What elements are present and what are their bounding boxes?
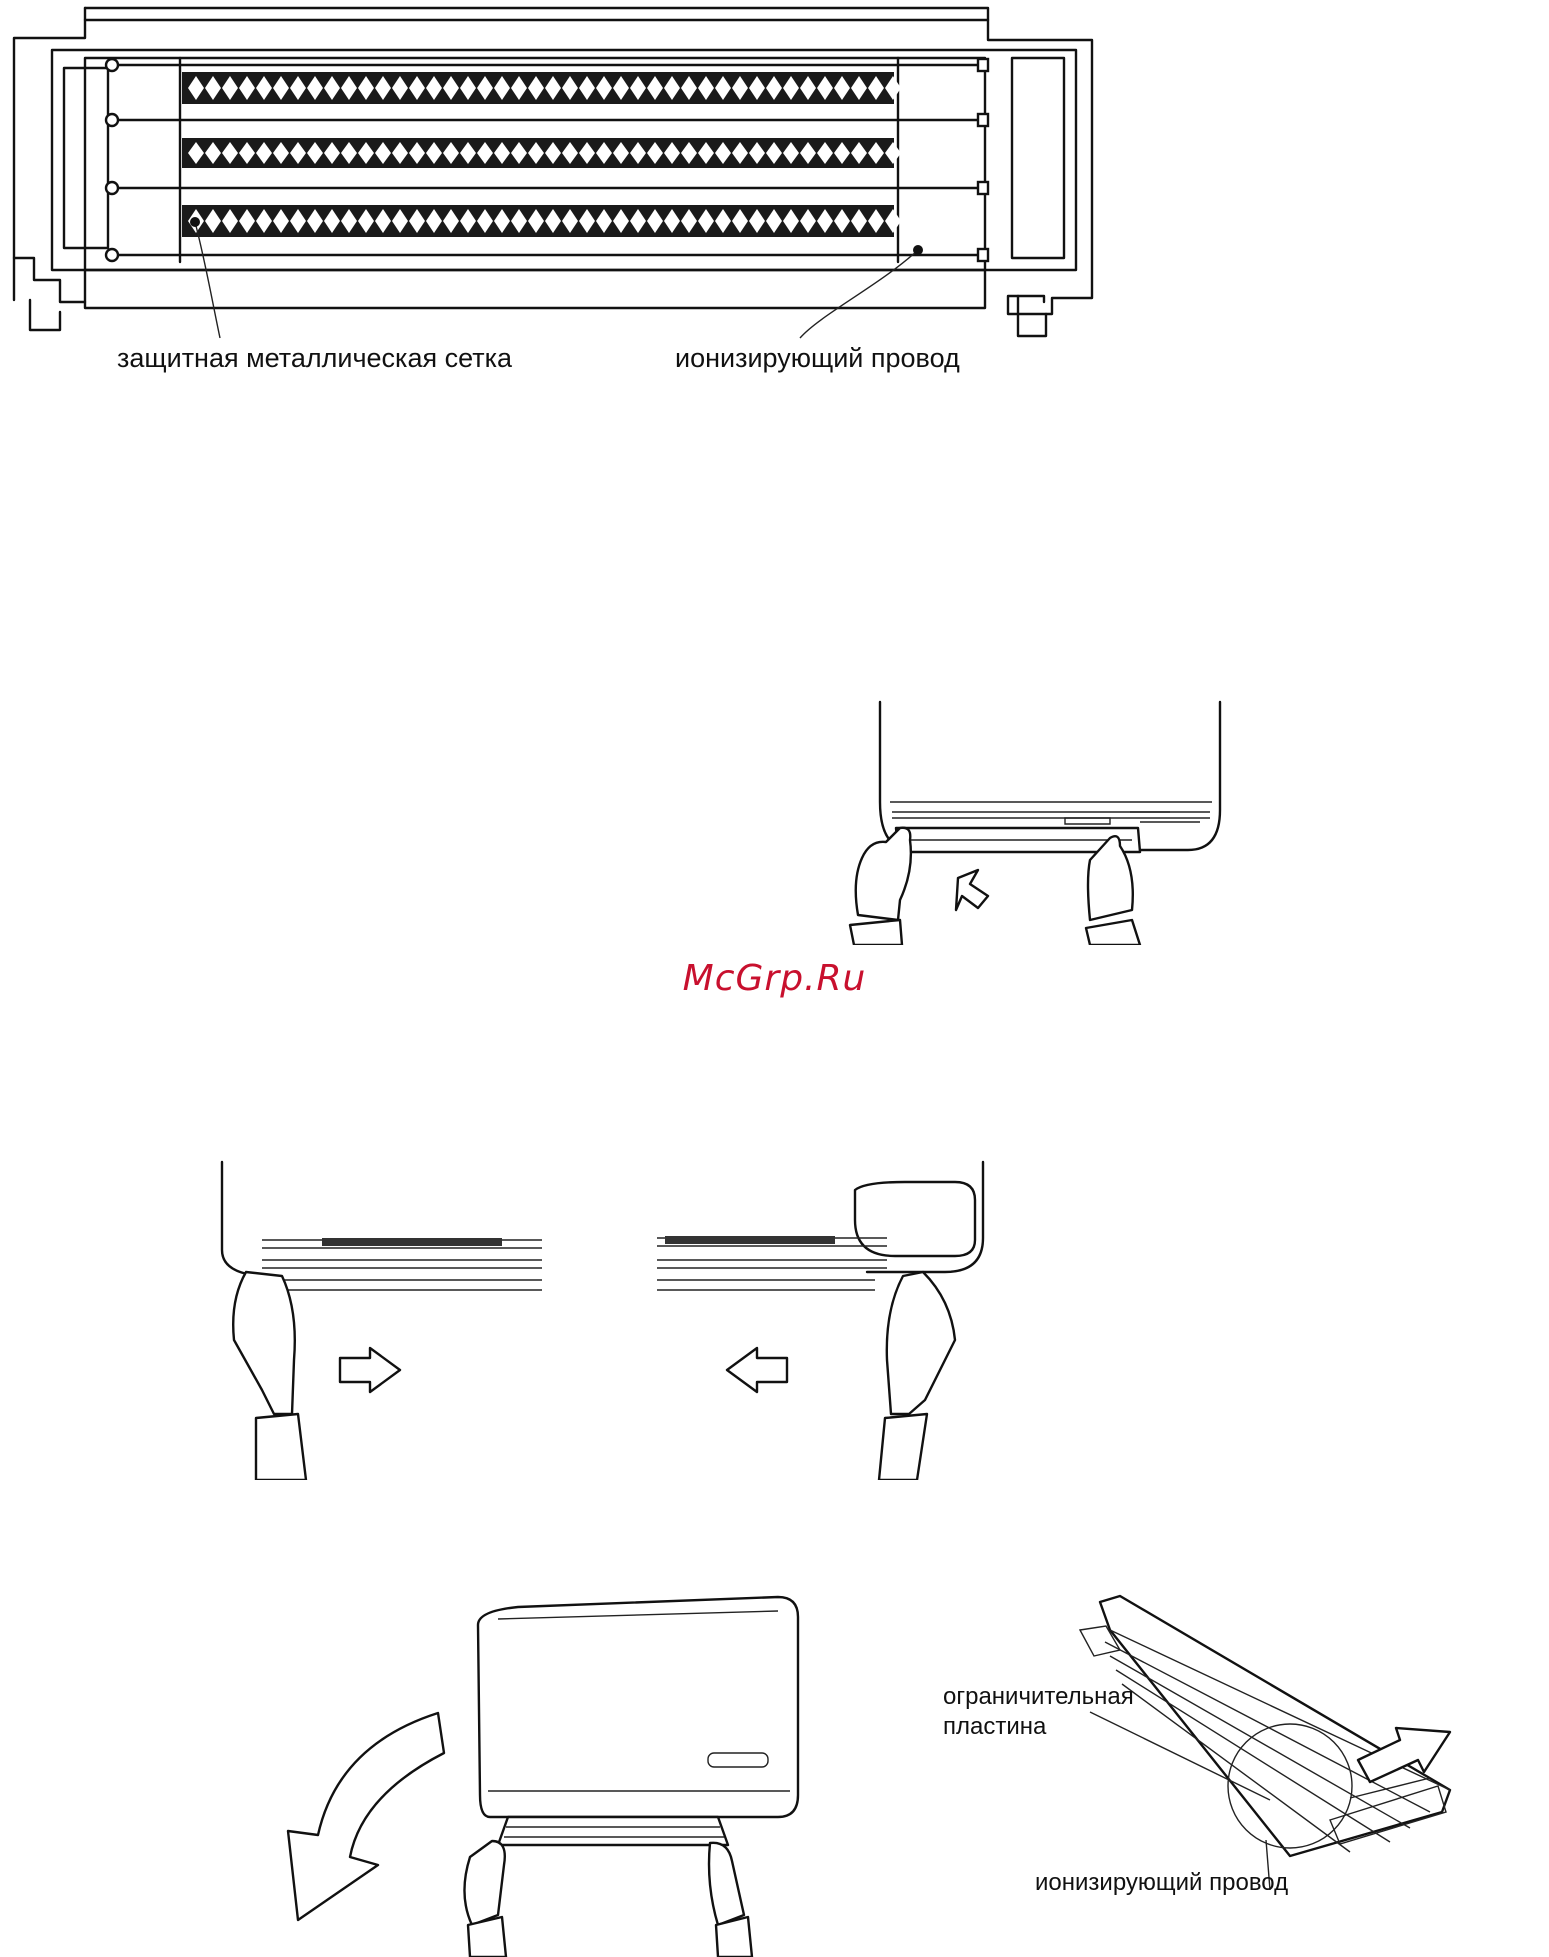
mesh-label: защитная металлическая сетка (117, 345, 512, 372)
remove-unit-illustration (840, 700, 1240, 945)
wire-terminal-left (106, 182, 118, 194)
wire-terminal-right (978, 59, 988, 71)
wire-terminal-right (978, 182, 988, 194)
ionizer-assembly-diagram: ограничительная пластина ионизирующий пр… (930, 1590, 1470, 1910)
tilt-unit-illustration (258, 1595, 803, 1957)
wire-terminal-right (978, 249, 988, 261)
wire-terminal-right (978, 114, 988, 126)
slide-latch-left-illustration (212, 1160, 547, 1480)
wire-terminal-left (106, 114, 118, 126)
wire-terminal-left (106, 59, 118, 71)
slide-latch-right-illustration (655, 1160, 995, 1480)
watermark: McGrp.Ru (0, 958, 1549, 999)
limit-plate-label-line2: пластина (943, 1712, 1046, 1742)
limit-plate-label-line1: ограничительная (943, 1682, 1134, 1712)
ionizer-unit-diagram: защитная металлическая сетка ионизирующи… (0, 0, 1110, 345)
ionizing-wire-label: ионизирующий провод (675, 345, 960, 372)
ionizing-wire-label-2: ионизирующий провод (1035, 1868, 1288, 1898)
wire-terminal-left (106, 249, 118, 261)
